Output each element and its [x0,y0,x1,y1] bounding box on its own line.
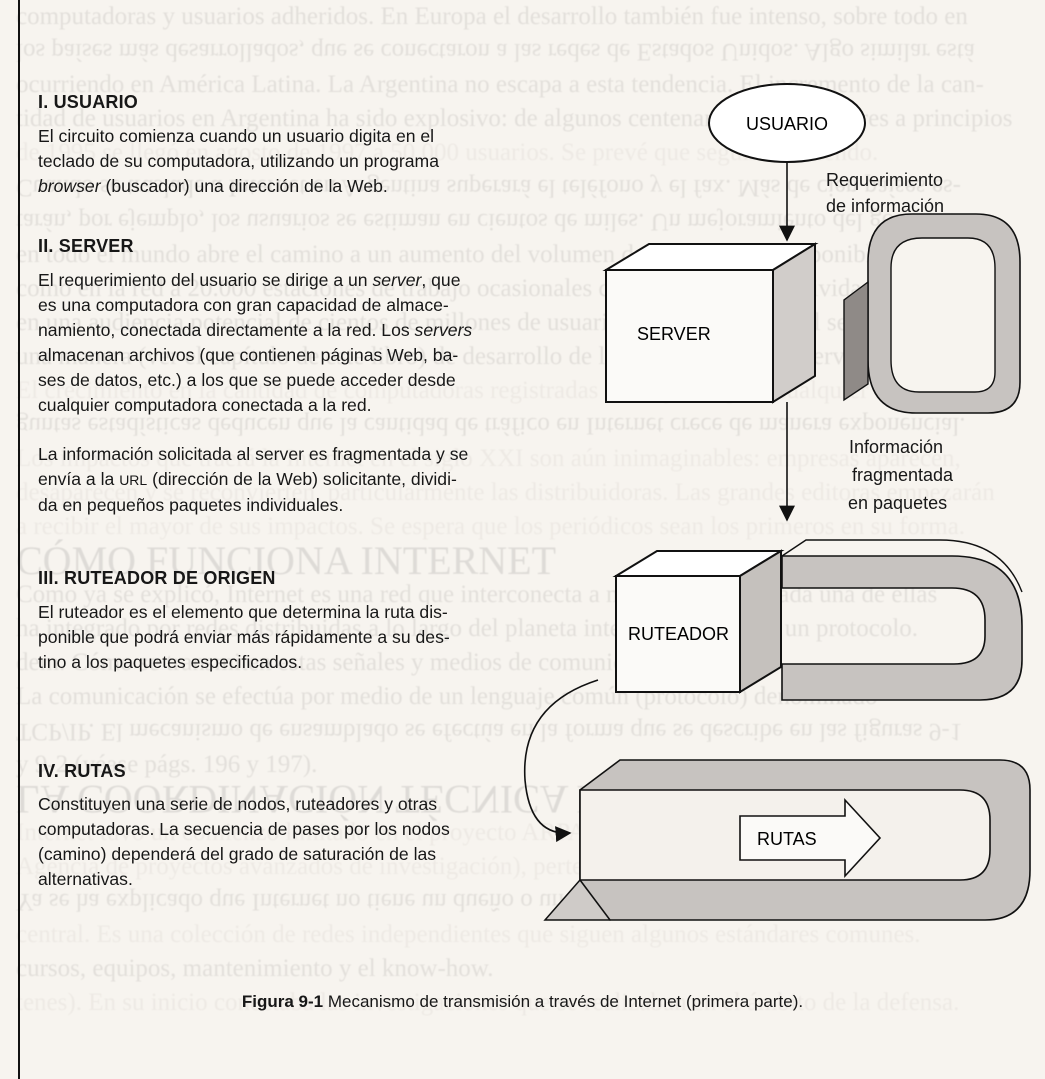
section-text-usuario: El circuito comienza cuando un usuario d… [38,126,439,196]
usuario-node: USUARIO [708,83,866,163]
section-title-server: II. SERVER [38,236,134,256]
section-title-usuario: I. USUARIO [38,92,139,112]
figure-caption: Figura 9-1 Mecanismo de transmisión a tr… [0,992,1045,1012]
rutas-arrow-shape [739,797,882,879]
section-title-ruteador: III. RUTEADOR DE ORIGEN [38,568,276,588]
ruteador-label: RUTEADOR [628,624,729,644]
figure-caption-text: Mecanismo de transmisión a través de Int… [327,992,804,1011]
info-fragmentada-label: Información fragmentada en paquetes [848,437,958,513]
return-arrow [843,213,1021,414]
ruteador-loop [781,539,1023,701]
rutas-label: RUTAS [757,829,817,849]
ruteador-node: RUTEADOR [612,549,785,694]
section-text-server: El requerimiento del usuario se dirige a… [38,270,473,415]
section-text-server-2: La información solicitada al server es f… [38,444,469,515]
page-edge-line [18,0,20,1079]
usuario-label: USUARIO [746,114,828,134]
section-text-rutas: Constituyen una serie de nodos, ruteador… [38,794,450,889]
server-node: SERVER [602,242,819,404]
arrow-to-rutas [523,679,599,843]
section-title-rutas: IV. RUTAS [38,761,126,781]
server-label: SERVER [637,324,711,344]
rutas-node: RUTAS [543,759,1031,921]
section-text-ruteador: El ruteador es el elemento que determina… [38,602,450,672]
figure-number: Figura 9-1 [241,992,324,1011]
requerimiento-label: Requerimiento de información [826,170,948,216]
